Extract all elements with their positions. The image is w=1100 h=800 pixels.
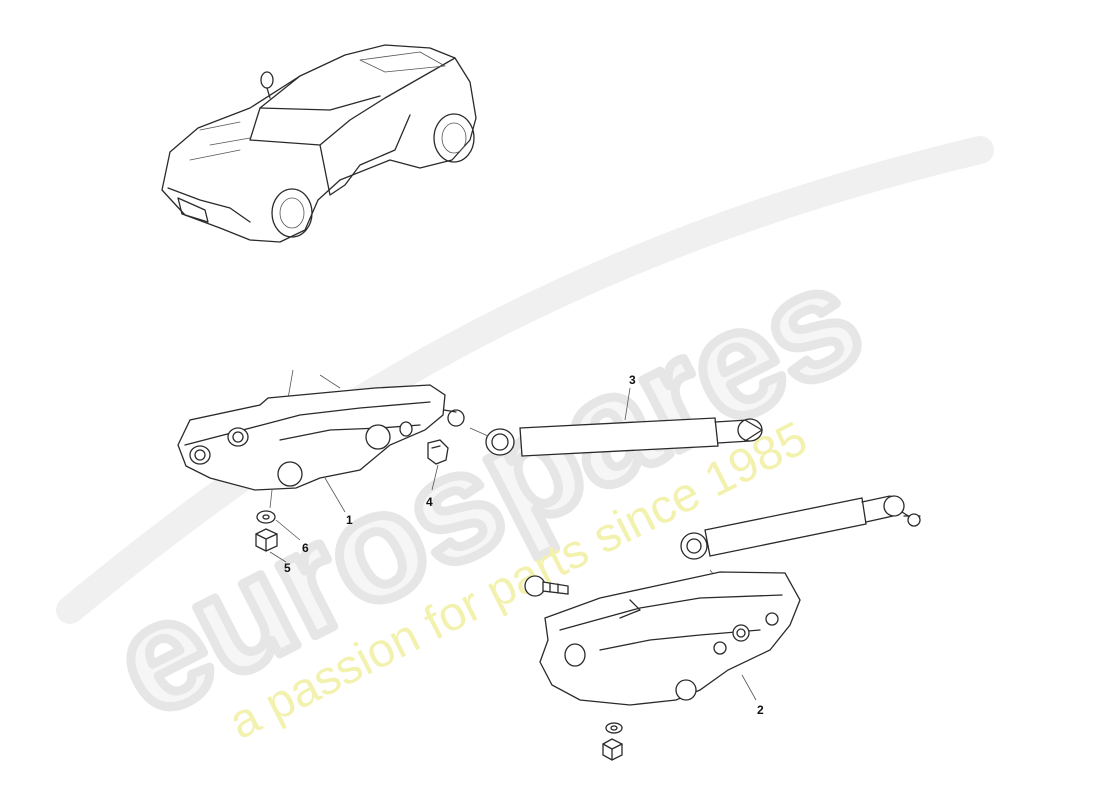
hinge-left — [177, 369, 465, 513]
gas-strut-lower — [680, 495, 921, 560]
bolt-4 — [427, 439, 449, 491]
callout-2: 2 — [757, 703, 764, 717]
nut-5 — [255, 528, 287, 563]
gas-strut-upper — [469, 387, 763, 457]
callout-3: 3 — [629, 373, 636, 387]
washer-6 — [256, 510, 301, 541]
washer-lower — [605, 722, 623, 734]
car-illustration — [161, 44, 477, 243]
callout-5: 5 — [284, 561, 291, 575]
bolt-lower — [524, 575, 569, 597]
watermark-swoosh — [56, 136, 994, 624]
callout-4: 4 — [426, 495, 433, 509]
callout-6: 6 — [302, 541, 309, 555]
callout-1: 1 — [346, 513, 353, 527]
nut-lower — [602, 738, 623, 761]
hinge-right — [539, 569, 801, 706]
